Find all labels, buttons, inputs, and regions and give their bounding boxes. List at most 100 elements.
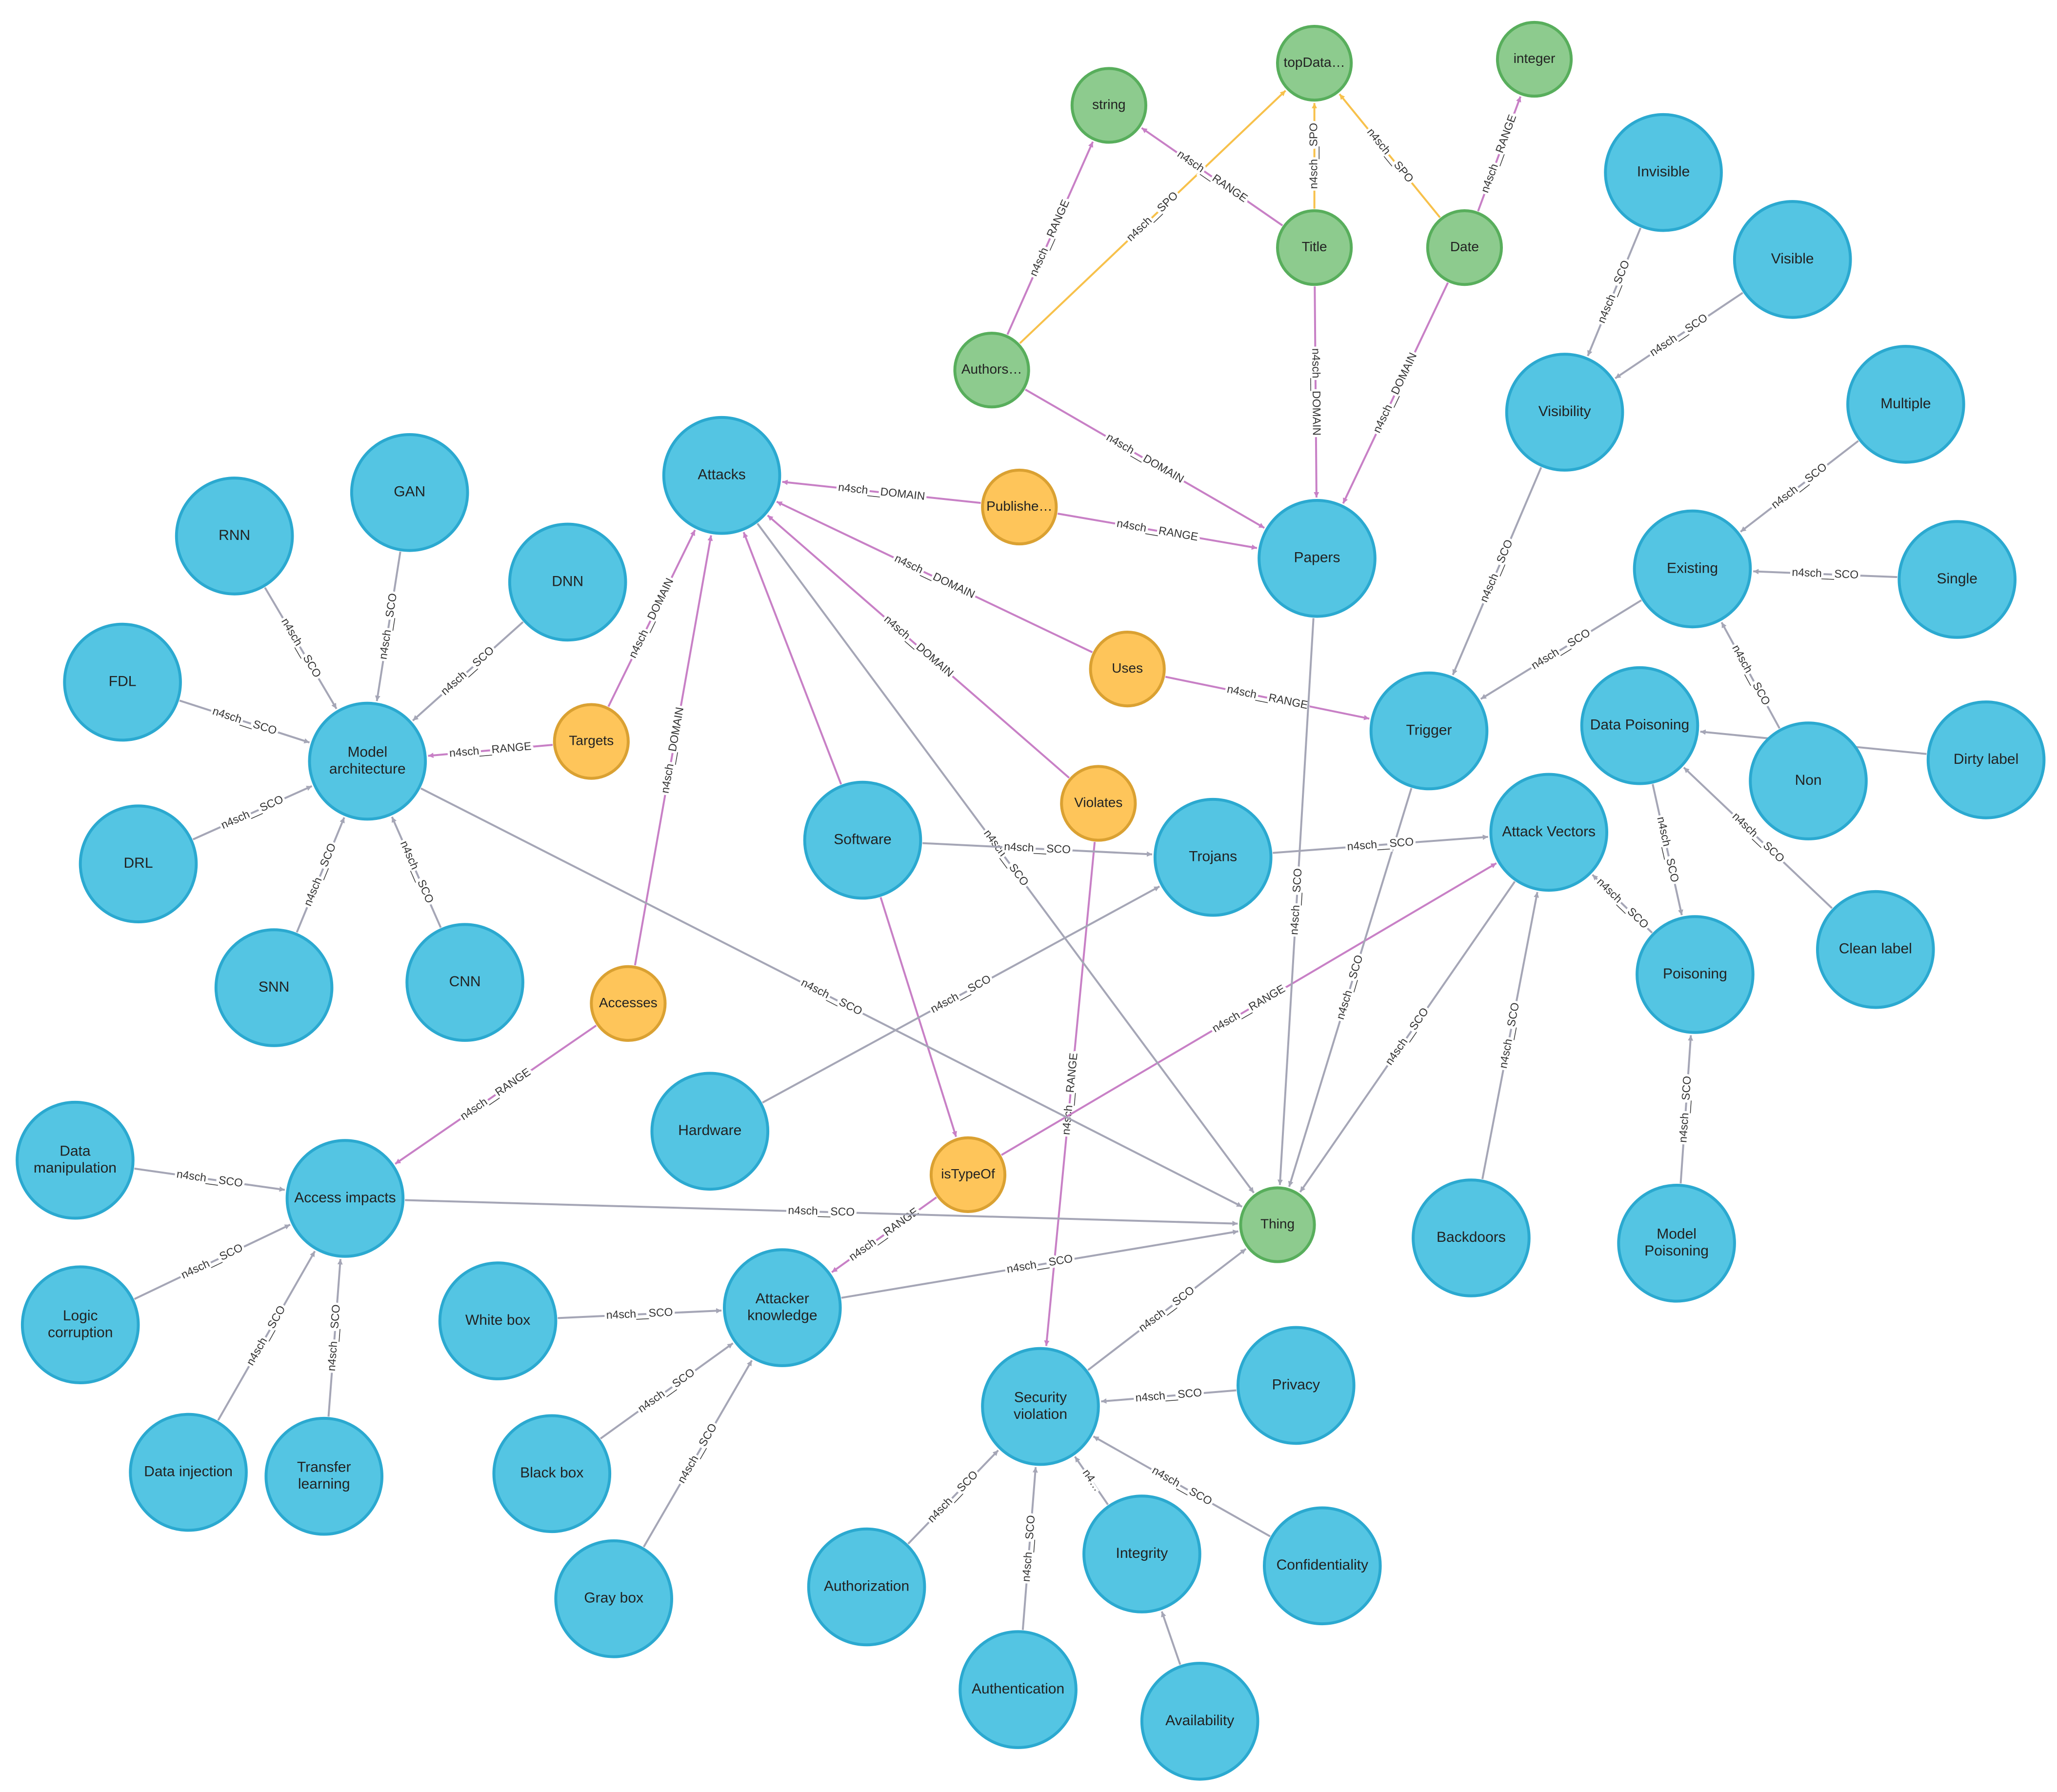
node-circle[interactable] (1258, 499, 1377, 618)
edge-gan-model[interactable] (375, 551, 401, 701)
edge-date-topdata[interactable] (1338, 93, 1441, 219)
node-circle[interactable] (1749, 721, 1868, 840)
node-fdl[interactable]: FDL (63, 622, 182, 742)
edge-snn-model[interactable] (296, 817, 345, 933)
node-authors[interactable]: Authors… (953, 332, 1030, 409)
edge-title-papers[interactable] (1314, 286, 1319, 498)
edge-blackbox-attackerk[interactable] (599, 1342, 734, 1440)
node-papers[interactable]: Papers (1258, 499, 1377, 618)
node-circle[interactable] (350, 433, 469, 552)
edge-existing-trigger[interactable] (1480, 599, 1642, 700)
node-dnn[interactable]: DNN (508, 522, 627, 642)
edge-title-string[interactable] (1141, 127, 1283, 226)
node-circle[interactable] (1505, 353, 1624, 472)
edge-uses-trigger[interactable] (1165, 676, 1370, 720)
node-circle[interactable] (308, 701, 427, 821)
edge-datainj-accessimp[interactable] (217, 1251, 316, 1421)
edge-uses-attacks[interactable] (776, 500, 1093, 654)
node-circle[interactable] (981, 468, 1058, 546)
node-drl[interactable]: DRL (79, 804, 198, 923)
edge-model-thing[interactable] (420, 787, 1243, 1208)
node-snn[interactable]: SNN (214, 928, 334, 1047)
node-rnn[interactable]: RNN (175, 477, 294, 596)
node-circle[interactable] (1369, 671, 1489, 791)
node-istypeof[interactable]: isTypeOf (929, 1136, 1007, 1213)
edge-availability-integrity[interactable] (1160, 1611, 1181, 1665)
edge-accesses-attacks[interactable] (634, 535, 713, 966)
node-dirty[interactable]: Dirty label (1926, 700, 2046, 819)
node-topdata[interactable]: topData… (1276, 25, 1353, 102)
edge-trojans-attackvec[interactable] (1273, 835, 1488, 854)
node-circle[interactable] (1897, 520, 2017, 639)
edge-drl-model[interactable] (192, 785, 313, 840)
node-cnn[interactable]: CNN (405, 923, 524, 1042)
edge-transfer-accessimp[interactable] (327, 1259, 343, 1417)
edge-date-integer[interactable] (1477, 96, 1521, 212)
node-circle[interactable] (79, 804, 198, 923)
node-violates[interactable]: Violates (1060, 765, 1137, 842)
edge-secviol-thing[interactable] (1087, 1248, 1247, 1371)
node-string[interactable]: string (1070, 67, 1147, 144)
node-circle[interactable] (1239, 1186, 1316, 1263)
edge-confidentiality-secviol[interactable] (1093, 1435, 1271, 1537)
node-circle[interactable] (175, 477, 294, 596)
edge-authors-papers[interactable] (1024, 388, 1265, 529)
node-circle[interactable] (1733, 200, 1852, 319)
node-graybox[interactable]: Gray box (554, 1539, 673, 1658)
edge-poisoning-attackvec[interactable] (1592, 874, 1653, 934)
node-circle[interactable] (20, 1265, 140, 1384)
edge-targets-model[interactable] (428, 744, 553, 758)
edge-clean-datapois[interactable] (1683, 767, 1833, 909)
node-accessimp[interactable]: Access impacts (285, 1139, 405, 1258)
node-circle[interactable] (590, 965, 667, 1042)
node-circle[interactable] (492, 1414, 612, 1533)
node-circle[interactable] (1426, 209, 1503, 286)
node-single[interactable]: Single (1897, 520, 2017, 639)
node-circle[interactable] (981, 1347, 1100, 1466)
node-uses[interactable]: Uses (1089, 631, 1166, 708)
node-datainj[interactable]: Data injection (129, 1413, 248, 1532)
edge-authors-topdata[interactable] (1019, 90, 1286, 344)
node-circle[interactable] (953, 332, 1030, 409)
node-whitebox[interactable]: White box (438, 1261, 558, 1380)
node-circle[interactable] (1926, 700, 2046, 819)
node-circle[interactable] (1604, 113, 1723, 232)
node-blackbox[interactable]: Black box (492, 1414, 612, 1533)
node-circle[interactable] (508, 522, 627, 642)
edge-fdl-model[interactable] (179, 699, 310, 744)
node-circle[interactable] (554, 1539, 673, 1658)
node-circle[interactable] (1140, 1662, 1259, 1781)
node-published[interactable]: Publishe… (981, 468, 1058, 546)
node-backdoors[interactable]: Backdoors (1412, 1178, 1531, 1297)
node-clean[interactable]: Clean label (1816, 890, 1935, 1009)
edge-dnn-model[interactable] (412, 621, 524, 721)
node-datapois[interactable]: Data Poisoning (1580, 666, 1699, 785)
edge-accesses-accessimp[interactable] (395, 1024, 597, 1165)
node-circle[interactable] (1089, 631, 1166, 708)
edge-cnn-model[interactable] (391, 816, 442, 928)
node-circle[interactable] (662, 416, 781, 535)
node-visible[interactable]: Visible (1733, 200, 1852, 319)
edge-visible-visibility[interactable] (1615, 292, 1743, 379)
edge-modelpois-poisoning[interactable] (1679, 1035, 1694, 1184)
node-circle[interactable] (129, 1413, 248, 1532)
edge-visibility-trigger[interactable] (1452, 467, 1542, 676)
node-circle[interactable] (1636, 915, 1755, 1034)
node-circle[interactable] (803, 780, 922, 900)
node-circle[interactable] (807, 1527, 926, 1647)
node-integer[interactable]: integer (1496, 20, 1573, 98)
edge-papers-thing[interactable] (1277, 618, 1315, 1185)
edge-date-papers[interactable] (1342, 282, 1449, 504)
node-circle[interactable] (1846, 345, 1965, 464)
edge-datapois-poisoning[interactable] (1652, 784, 1683, 916)
node-trigger[interactable]: Trigger (1369, 671, 1489, 791)
node-circle[interactable] (285, 1139, 405, 1258)
node-circle[interactable] (438, 1261, 558, 1380)
node-trojans[interactable]: Trojans (1153, 797, 1273, 917)
node-circle[interactable] (405, 923, 524, 1042)
